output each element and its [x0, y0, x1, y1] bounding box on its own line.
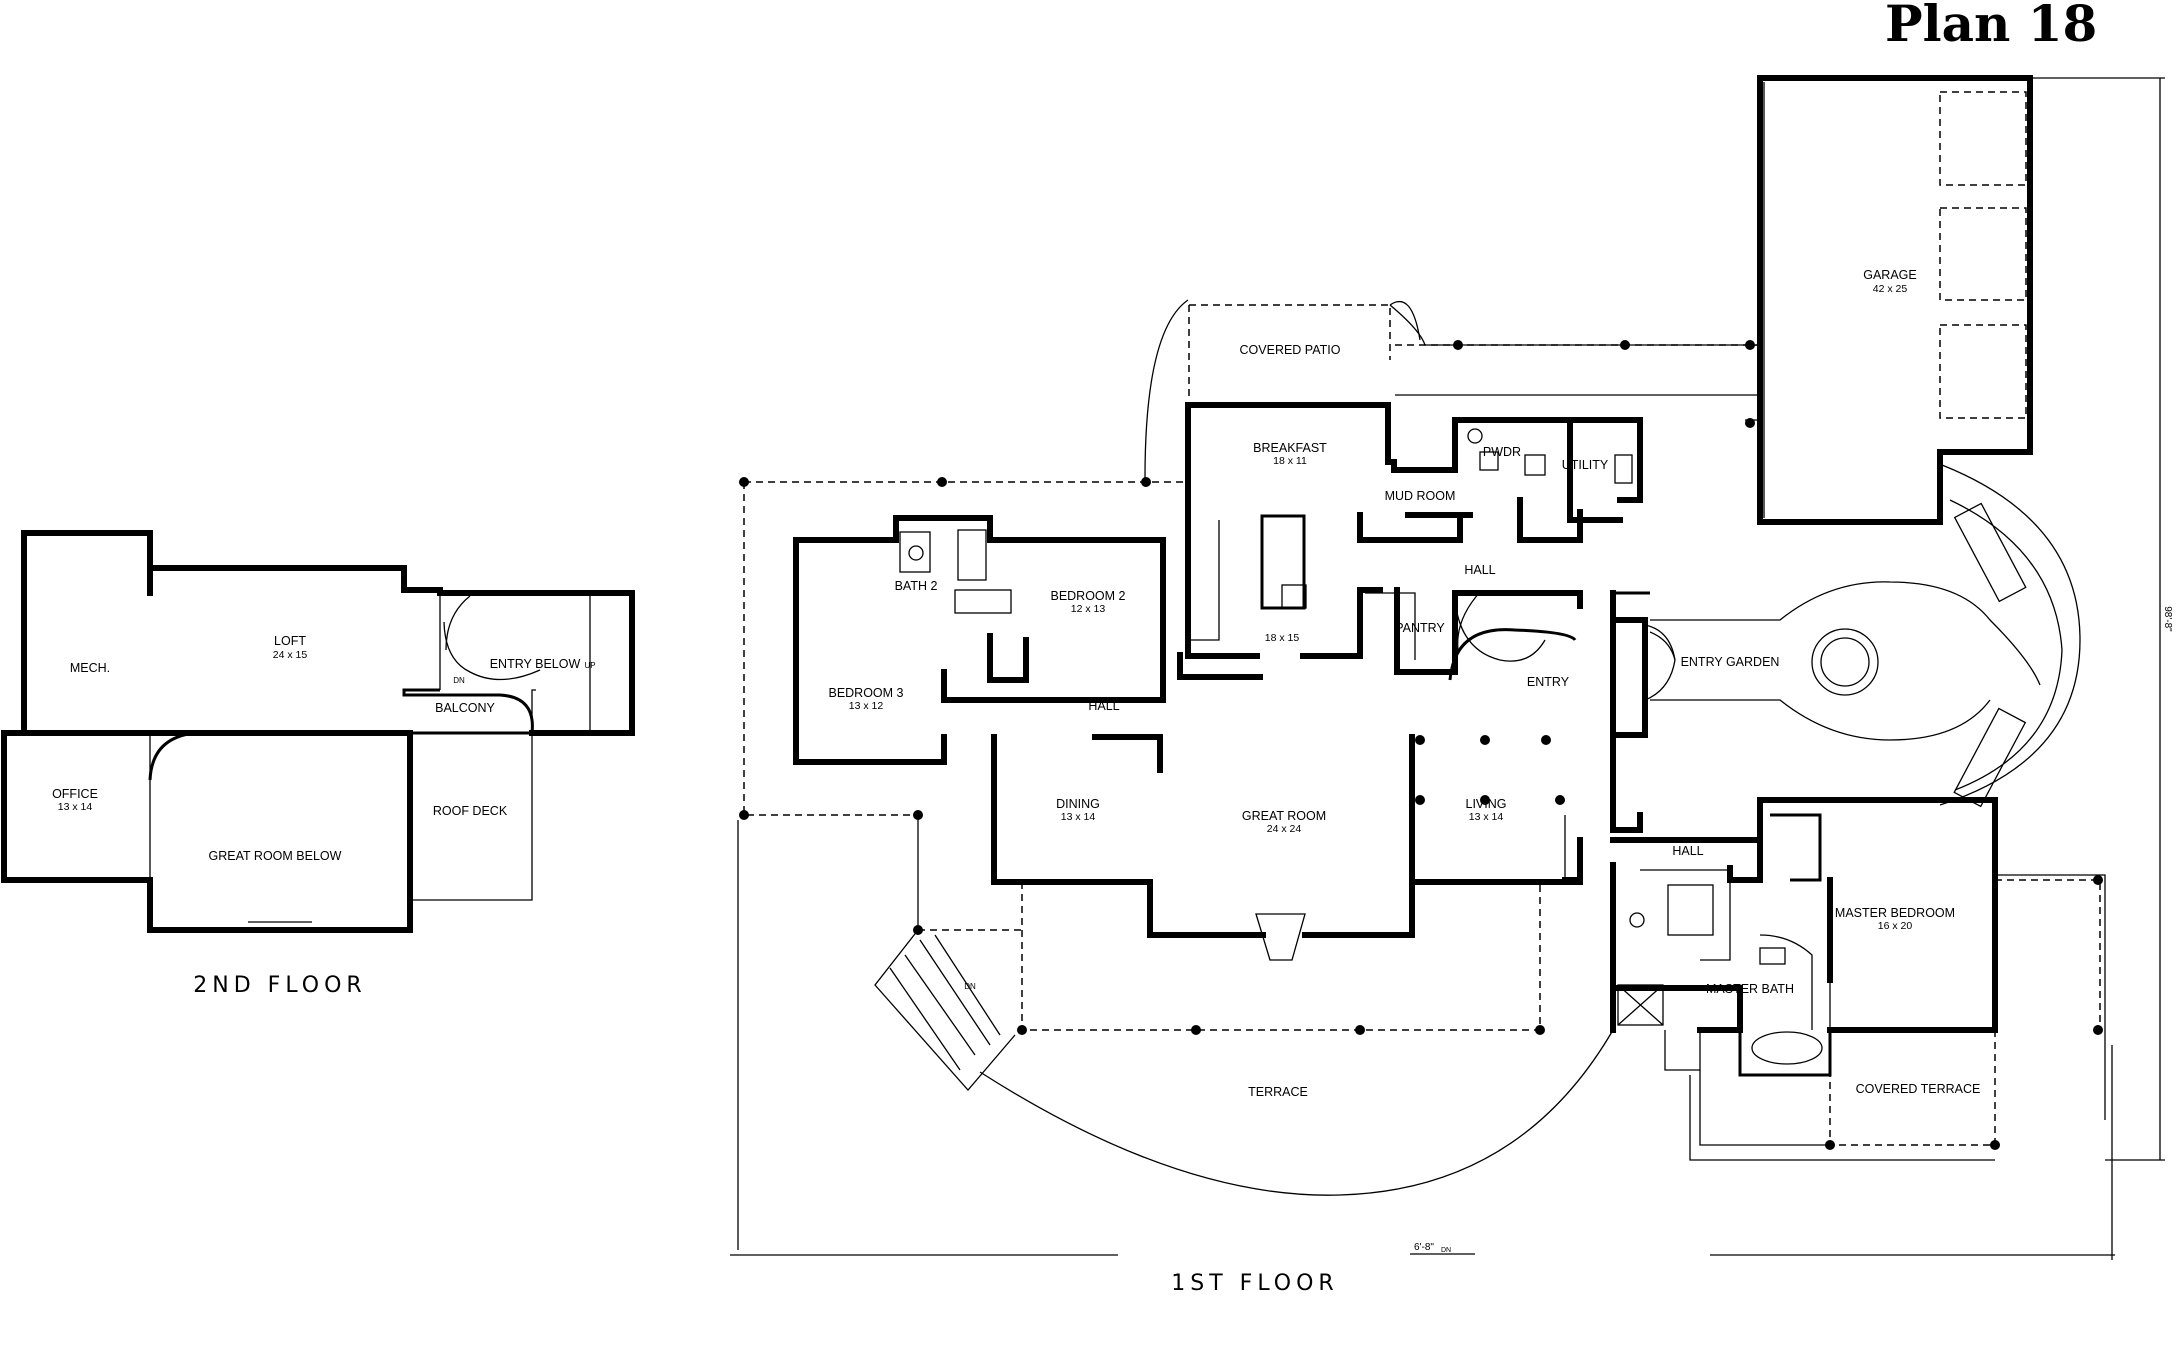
room-master-bedroom-dims: 16 x 20: [1878, 920, 1913, 932]
room-loft-name: LOFT: [274, 634, 306, 648]
room-hall-kitchen-name: HALL: [1464, 563, 1495, 577]
room-terrace-name: TERRACE: [1248, 1085, 1308, 1099]
room-balcony-name: BALCONY: [435, 701, 495, 715]
floor-label-2nd: 2ND FLOOR: [193, 973, 366, 998]
room-bedroom-2-dims: 12 x 13: [1071, 603, 1106, 615]
room-utility-name: UTILITY: [1562, 458, 1609, 472]
room-dining-dims: 13 x 14: [1061, 811, 1096, 823]
room-covered-patio-name: COVERED PATIO: [1240, 343, 1341, 357]
room-bedroom-3-name: BEDROOM 3: [828, 686, 903, 700]
room-garage-dims: 42 x 25: [1873, 283, 1908, 295]
room-hall-bedrooms-name: HALL: [1088, 699, 1119, 713]
floor-labels: 2ND FLOOR 1ST FLOOR: [193, 973, 1338, 1296]
room-covered-terrace-name: COVERED TERRACE: [1856, 1082, 1981, 1096]
room-bedroom-3-dims: 13 x 12: [849, 700, 884, 712]
deck-stair-down-mark: DN: [964, 982, 976, 991]
room-roof-deck-name: ROOF DECK: [433, 804, 508, 818]
second-floor-plan: [1, 530, 635, 933]
first-floor-plan: [730, 75, 2165, 1260]
stair-down-mark: DN: [453, 676, 465, 685]
room-great-room-dims: 24 x 24: [1267, 823, 1302, 835]
floor-label-1st: 1ST FLOOR: [1171, 1271, 1338, 1296]
room-great-room-below-name: GREAT ROOM BELOW: [209, 849, 342, 863]
room-hall-master-name: HALL: [1672, 844, 1703, 858]
room-entry-name: ENTRY: [1527, 675, 1570, 689]
room-labels: MECH. LOFT 24 x 15 ENTRY BELOW BALCONY O…: [52, 268, 1980, 1099]
room-dining-name: DINING: [1056, 797, 1100, 811]
depth-dimension: 98'-8": [2162, 606, 2173, 632]
room-mech-name: MECH.: [70, 661, 110, 675]
room-kitchen-dims: 18 x 15: [1265, 632, 1300, 644]
width-dimension: 6'-8": [1414, 1242, 1434, 1253]
room-master-bedroom-name: MASTER BEDROOM: [1835, 906, 1955, 920]
annotation-marks: UP DN DN 6'-8" DN 98'-8": [453, 606, 2173, 1254]
room-bath-2-name: BATH 2: [895, 579, 938, 593]
room-living-name: LIVING: [1466, 797, 1507, 811]
room-entry-below-name: ENTRY BELOW: [490, 657, 581, 671]
room-master-bath-name: MASTER BATH: [1706, 982, 1794, 996]
stair-up-mark: UP: [584, 661, 595, 670]
room-entry-garden-name: ENTRY GARDEN: [1681, 655, 1780, 669]
room-pwdr-name: PWDR: [1483, 445, 1521, 459]
plan-title: Plan 18: [1885, 0, 2097, 53]
room-breakfast-dims: 18 x 11: [1273, 455, 1307, 467]
room-mud-room-name: MUD ROOM: [1385, 489, 1456, 503]
room-pantry-name: PANTRY: [1395, 621, 1445, 635]
room-breakfast-name: BREAKFAST: [1253, 441, 1327, 455]
room-office-name: OFFICE: [52, 787, 98, 801]
room-living-dims: 13 x 14: [1469, 811, 1504, 823]
width-dimension-dn: DN: [1441, 1247, 1451, 1254]
room-bedroom-2-name: BEDROOM 2: [1050, 589, 1125, 603]
room-garage-name: GARAGE: [1863, 268, 1917, 282]
room-office-dims: 13 x 14: [58, 801, 93, 813]
room-loft-dims: 24 x 15: [273, 649, 308, 661]
room-great-room-name: GREAT ROOM: [1242, 809, 1326, 823]
